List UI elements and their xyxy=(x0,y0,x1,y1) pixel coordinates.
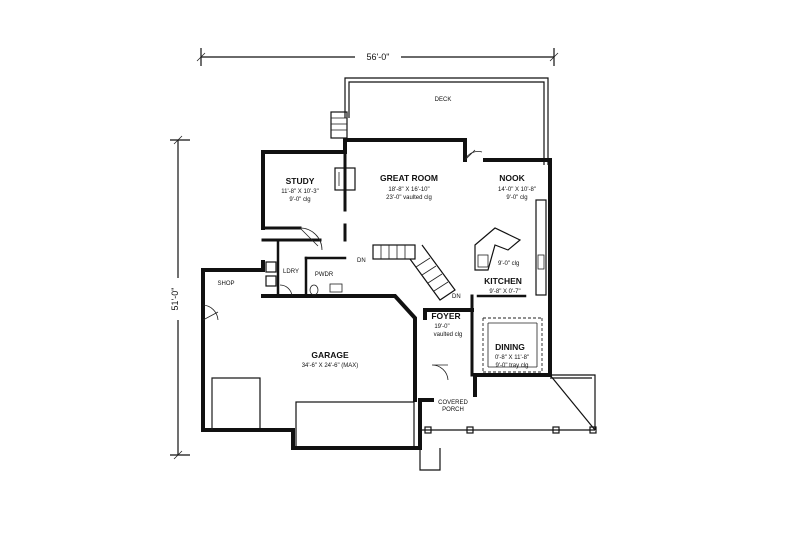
study-room: STUDY 11'-8" X 10'-3" 9'-0" clg xyxy=(281,176,318,203)
nook-ceiling: 9'-0" clg xyxy=(506,195,527,201)
depth-dimension: 51'-0" xyxy=(170,135,190,460)
laundry-label: LDRY xyxy=(283,269,299,275)
shop-label: SHOP xyxy=(217,281,234,287)
exterior-walls xyxy=(201,138,552,450)
porch-label-b: PORCH xyxy=(442,407,464,413)
width-dimension: 56'-0" xyxy=(196,48,559,66)
nook-size: 14'-0" X 10'-8" xyxy=(498,187,536,193)
laundry-room: LDRY xyxy=(283,269,299,275)
kitchen-island xyxy=(474,227,522,271)
deck-label: DECK xyxy=(435,97,452,103)
fireplace xyxy=(334,167,356,191)
dining-size: 0'-8" X 11'-8" xyxy=(495,355,529,361)
dining-room: DINING 0'-8" X 11'-8" 9'-0" tray clg xyxy=(495,342,529,369)
garage-room: GARAGE 34'-6" X 24'-6" (MAX) xyxy=(302,350,359,369)
garage-label: GARAGE xyxy=(311,350,349,360)
great-room-ceiling: 23'-0" vaulted clg xyxy=(386,195,432,201)
kitchen-ceiling: 9'-0" clg xyxy=(498,261,519,267)
kitchen-size: 9'-8" X 0'-7" xyxy=(489,289,520,295)
porch-label-a: COVERED xyxy=(438,400,468,406)
nook-room: NOOK 14'-0" X 10'-8" 9'-0" clg xyxy=(498,173,536,201)
garage-doors xyxy=(211,377,415,449)
nook-label: NOOK xyxy=(499,173,525,183)
great-room-size: 18'-8" X 16'-10" xyxy=(388,187,429,193)
garage-size: 34'-6" X 24'-6" (MAX) xyxy=(302,363,359,369)
kitchen-label: KITCHEN xyxy=(484,276,522,286)
deck: DECK xyxy=(344,77,549,165)
great-room: GREAT ROOM 18'-8" X 16'-10" 23'-0" vault… xyxy=(380,173,438,201)
kitchen-counter xyxy=(535,199,547,296)
powder-room: PWDR xyxy=(315,272,334,278)
covered-porch: COVERED PORCH xyxy=(419,374,597,471)
great-room-label: GREAT ROOM xyxy=(380,173,438,183)
foyer-label: FOYER xyxy=(431,311,460,321)
dining-label: DINING xyxy=(495,342,525,352)
staircase: DN DN xyxy=(357,244,461,301)
foyer-room: FOYER 19'-0" vaulted clg xyxy=(431,311,462,338)
powder-label: PWDR xyxy=(315,272,334,278)
doors xyxy=(202,149,483,381)
foyer-ceiling-a: 19'-0" xyxy=(434,324,449,330)
depth-dimension-text: 51'-0" xyxy=(170,288,180,311)
dining-ceiling: 9'-0" tray clg xyxy=(496,363,529,369)
interior-walls xyxy=(261,150,543,377)
laundry-fixtures xyxy=(265,261,343,296)
down-label-2: DN xyxy=(452,294,461,300)
foyer-ceiling-b: vaulted clg xyxy=(434,332,463,338)
shop-room: SHOP xyxy=(217,281,234,287)
study-ceiling: 9'-0" clg xyxy=(289,197,310,203)
kitchen-room: 9'-0" clg KITCHEN 9'-8" X 0'-7" xyxy=(484,261,522,295)
study-label: STUDY xyxy=(286,176,315,186)
width-dimension-text: 56'-0" xyxy=(367,52,390,62)
deck-stairs xyxy=(330,111,348,139)
down-label: DN xyxy=(357,258,366,264)
study-size: 11'-8" X 10'-3" xyxy=(281,189,318,195)
